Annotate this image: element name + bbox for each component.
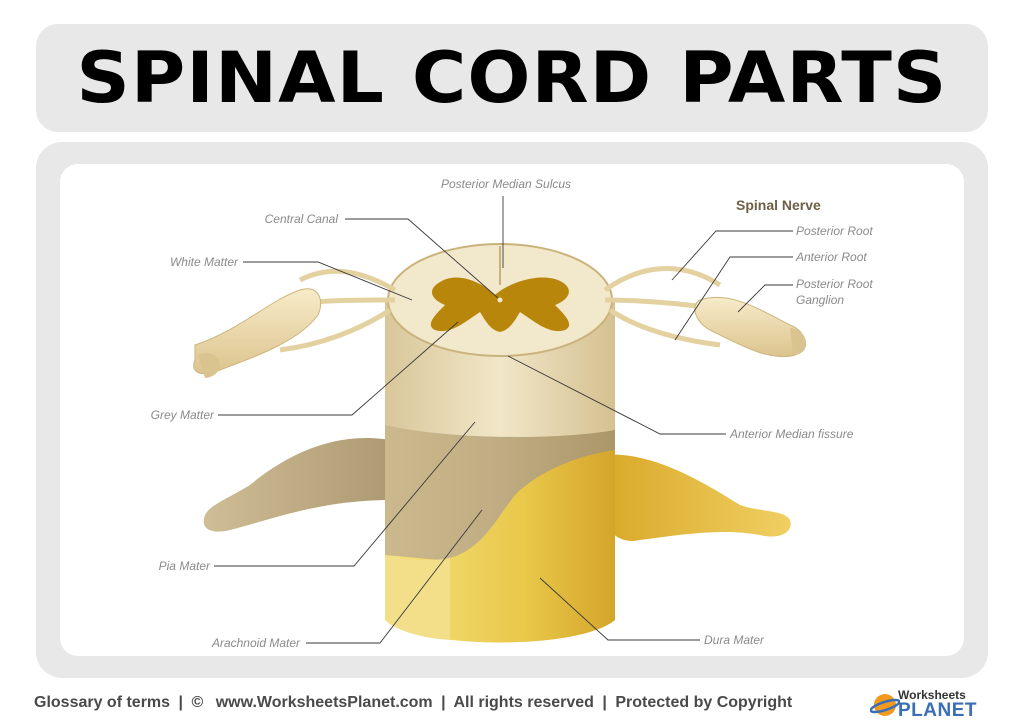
grey-matter-butterfly xyxy=(430,277,570,332)
separator: | xyxy=(178,694,183,711)
worksheets-planet-logo[interactable]: Worksheets PLANET xyxy=(868,686,978,722)
footer: Glossary of terms | © www.WorksheetsPlan… xyxy=(0,684,1024,724)
central-canal-dot xyxy=(497,297,503,303)
lower-right-nerve xyxy=(600,454,791,541)
leader-posterior-root-ganglion xyxy=(737,284,793,313)
page-title: SPINAL CORD PARTS xyxy=(76,37,948,119)
leader-posterior-root xyxy=(671,230,793,281)
dura-front xyxy=(385,555,450,640)
label-grey-matter: Grey Matter xyxy=(151,408,215,422)
leader-dura-mater xyxy=(539,577,700,641)
label-arachnoid-mater: Arachnoid Mater xyxy=(211,636,301,650)
label-pia-mater: Pia Mater xyxy=(159,559,211,573)
lower-left-nerve xyxy=(203,438,390,532)
label-central-canal: Central Canal xyxy=(265,212,339,226)
label-spinal-nerve: Spinal Nerve xyxy=(736,197,821,213)
leader-white-matter xyxy=(243,261,413,301)
logo-line1: Worksheets xyxy=(898,688,966,702)
left-nerve-end xyxy=(198,352,220,378)
right-nerve-end xyxy=(790,328,807,355)
leader-central-canal xyxy=(345,218,499,299)
logo-line2: PLANET xyxy=(898,700,977,721)
title-bar: SPINAL CORD PARTS xyxy=(36,24,988,132)
copyright-icon: © xyxy=(191,694,204,711)
leader-anterior-median-fissure xyxy=(507,355,726,435)
planet-icon xyxy=(870,694,900,716)
label-anterior-root: Anterior Root xyxy=(795,250,867,264)
rights-text: All rights reserved xyxy=(453,694,594,711)
label-white-matter: White Matter xyxy=(170,255,239,269)
separator: | xyxy=(441,694,446,711)
label-anterior-median-fissure: Anterior Median fissure xyxy=(729,427,854,441)
label-posterior-median-sulcus: Posterior Median Sulcus xyxy=(441,177,571,191)
leader-pia-mater xyxy=(214,421,476,567)
label-posterior-root: Posterior Root xyxy=(796,224,873,238)
glossary-link[interactable]: Glossary of terms xyxy=(34,694,171,711)
leader-grey-matter xyxy=(218,321,459,416)
label-posterior-root-ganglion-1: Posterior Root xyxy=(796,277,873,291)
leader-arachnoid-mater xyxy=(306,509,483,644)
protected-text: Protected by Copyright xyxy=(615,694,793,711)
right-ganglion xyxy=(694,296,806,358)
website-link[interactable]: www.WorksheetsPlanet.com xyxy=(215,694,433,711)
footer-text: Glossary of terms | © www.WorksheetsPlan… xyxy=(34,694,792,712)
label-dura-mater: Dura Mater xyxy=(704,633,765,647)
leader-anterior-root xyxy=(674,256,793,341)
label-posterior-root-ganglion-2: Ganglion xyxy=(796,293,844,307)
separator: | xyxy=(602,694,607,711)
